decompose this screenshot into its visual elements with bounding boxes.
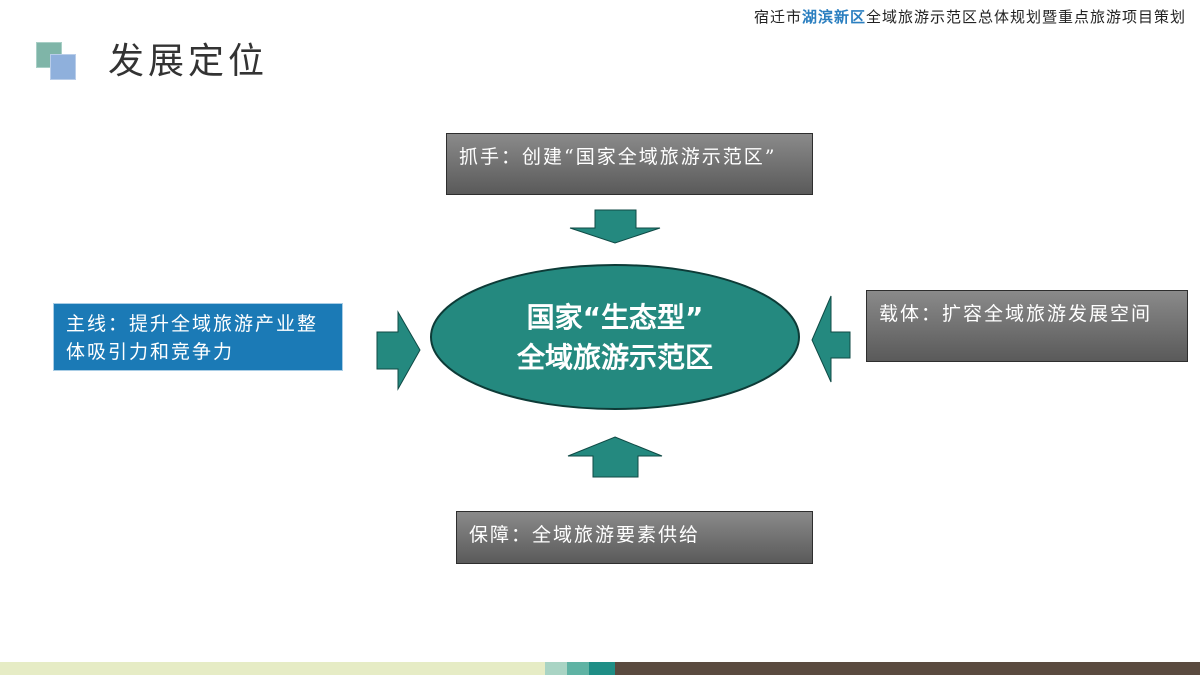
page-title: 发展定位 — [108, 41, 269, 82]
arrow-left-icon — [811, 295, 851, 383]
center-label: 国家“生态型” 全域旅游示范区 — [430, 288, 800, 388]
header-highlight: 湖滨新区 — [801, 8, 866, 26]
document-header: 宿迁市湖滨新区全域旅游示范区总体规划暨重点旅游项目策划 — [754, 6, 1186, 27]
arrow-up-icon — [567, 436, 663, 478]
left-box-mainline: 主线：提升全域旅游产业整体吸引力和竞争力 — [53, 303, 343, 371]
right-box-carrier: 载体：扩容全域旅游发展空间 — [866, 290, 1188, 362]
footer-segment-dark-teal — [589, 662, 615, 675]
arrow-right-icon — [376, 310, 421, 391]
footer-segment-teal — [567, 662, 589, 675]
footer-segment-light — [0, 662, 545, 675]
top-box-grip: 抓手：创建“国家全域旅游示范区” — [446, 133, 813, 195]
arrow-down-icon — [569, 209, 661, 244]
title-squares-icon — [36, 42, 80, 82]
center-line-2: 全域旅游示范区 — [516, 341, 713, 374]
header-suffix: 全域旅游示范区总体规划暨重点旅游项目策划 — [865, 8, 1186, 26]
bottom-box-guarantee: 保障：全域旅游要素供给 — [456, 511, 813, 564]
footer-segment-mint — [545, 662, 567, 675]
footer-segment-brown — [615, 662, 1200, 675]
center-line-1: 国家“生态型” — [526, 301, 704, 334]
footer-bar — [0, 662, 1200, 675]
blue-square — [50, 54, 76, 80]
center-ellipse — [430, 264, 800, 410]
header-prefix: 宿迁市 — [753, 8, 802, 26]
